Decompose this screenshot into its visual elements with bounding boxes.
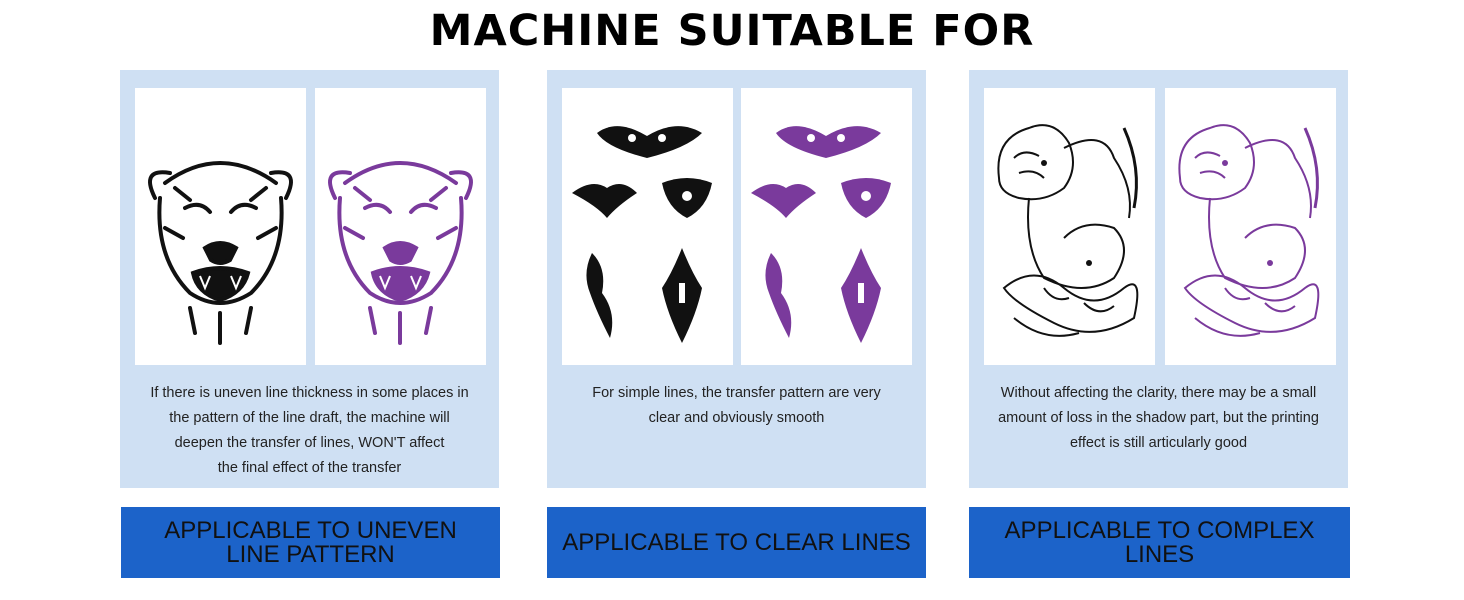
label-clear-lines: APPLICABLE TO CLEAR LINES [547,507,926,578]
page-title: MACHINE SUITABLE FOR [429,6,1035,56]
card-description: If there is uneven line thickness in som… [150,385,469,476]
tiger-head-stencil-icon [135,88,306,365]
label-complex-lines: APPLICABLE TO COMPLEX LINES [969,507,1350,578]
label-uneven-line-pattern: APPLICABLE TO UNEVEN LINE PATTERN [121,507,500,578]
lion-snake-stencil-icon [984,88,1155,365]
card-clear-lines: For simple lines, the transfer pattern a… [547,70,926,488]
tribal-pattern-transfer-icon [741,88,912,365]
tiger-head-transfer-icon [315,88,486,365]
card-description: Without affecting the clarity, there may… [998,385,1319,451]
card-description: For simple lines, the transfer pattern a… [592,385,881,426]
tribal-pattern-stencil-icon [562,88,733,365]
card-complex-lines: Without affecting the clarity, there may… [969,70,1348,488]
lion-snake-transfer-icon [1165,88,1336,365]
card-uneven-lines: If there is uneven line thickness in som… [120,70,499,488]
